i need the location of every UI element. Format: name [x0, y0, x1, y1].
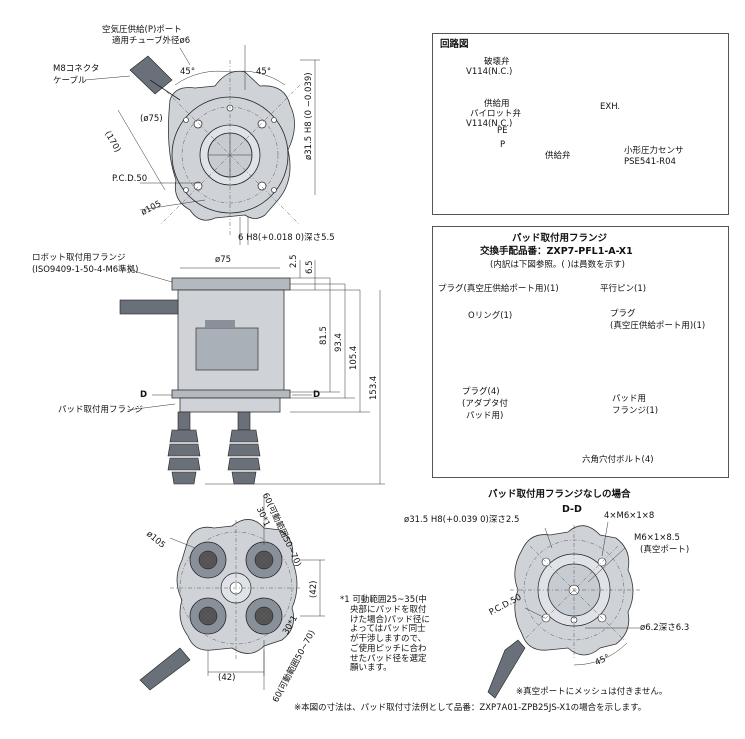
- dim-2-5: 2.5: [289, 254, 299, 268]
- parallel-pin-label: 平行ピン(1): [600, 284, 647, 294]
- pressure-sensor-model: PSE541-R04: [624, 157, 676, 167]
- angle-45-left: 45°: [180, 67, 196, 77]
- section-d-right: D: [313, 390, 321, 400]
- air-port-label: 空気圧供給(P)ポート: [102, 25, 182, 35]
- footnote-line: よってはパッド同士: [350, 624, 426, 635]
- footnote-line: が干渉しますので、: [350, 634, 427, 645]
- section-d-left: D: [140, 390, 148, 400]
- footnote-line: *1 可動範囲25~35(中: [340, 595, 427, 605]
- dim-105-4: 105.4: [349, 345, 359, 370]
- plug4-label: プラグ(4): [462, 387, 500, 397]
- pin-hole-dimension: 6 H8(+0.018 0)深さ5.5: [238, 233, 335, 243]
- exh-label: EXH.: [600, 102, 621, 112]
- footnote-line: 央部にパッドを取付: [350, 604, 427, 615]
- plug4-adapter-label: (アダプタ付: [462, 399, 508, 409]
- dim-93-4: 93.4: [334, 333, 344, 352]
- robot-flange-standard: (ISO9409-1-50-4-M6準拠): [32, 265, 139, 275]
- dd-bore-dimension: ø31.5 H8(+0.039 0)深さ2.5: [404, 515, 520, 525]
- mesh-note: ※真空ポートにメッシュは付きません。: [516, 687, 668, 697]
- bottom-note: ※本図の寸法は、パッド取付寸法例として品番：ZXP7A01-ZPB25JS-X1…: [294, 703, 647, 713]
- connector-label: M8コネクタ: [53, 64, 100, 74]
- plug-vacuum-port-label: (真空圧供給ポート用)(1): [610, 321, 706, 331]
- dd-section-label: D-D: [562, 504, 582, 515]
- bore-dimension: ø31.5 H8 (0 −0.039): [304, 72, 314, 160]
- flange-panel-note: (内訳は下図参照。( )は員数を示す): [490, 260, 625, 270]
- flange-panel-title: パッド取付用フランジ: [512, 233, 608, 244]
- dd-tapped-holes: 4×M6×1×8: [604, 511, 655, 521]
- dim-6-5: 6.5: [305, 260, 315, 274]
- footnote-line: 願います。: [350, 663, 392, 674]
- footnote-line: ご使用ピッチに合わ: [350, 643, 427, 654]
- dd-vacuum-port-size: M6×1×8.5: [634, 533, 680, 543]
- dim-81-5: 81.5: [319, 326, 329, 345]
- bottom-dim-42: (42): [218, 673, 236, 683]
- pe-port: PE: [497, 126, 508, 136]
- dd-view-drawing: [487, 521, 640, 699]
- dd-view-title: パッド取付用フランジなしの場合: [488, 489, 631, 500]
- air-port-tube-label: 適用チューブ外径ø6: [112, 36, 191, 46]
- circuit-panel: [432, 33, 729, 215]
- footnote-line: せたパッド径を選定: [350, 653, 427, 664]
- flange-part-number: 交換手配品番：ZXP7-PFL1-A-X1: [480, 246, 633, 257]
- plug-vacuum-supply-label: プラグ(真空圧供給ポート用)(1): [438, 284, 559, 294]
- top-view-drawing: [84, 45, 320, 245]
- supply-valve-label: 供給弁: [545, 151, 571, 161]
- footnote-block: *1 可動範囲25~35(中 央部にパッドを取付 けた場合)パッド径に よっては…: [340, 595, 430, 674]
- release-valve-model: V114(N.C.): [466, 67, 513, 77]
- footnote-line: けた場合)パッド径に: [350, 614, 430, 625]
- side-view-drawing: [119, 260, 385, 485]
- dim-dia-75: (ø75): [140, 114, 163, 124]
- release-valve-label: 破壊弁: [484, 57, 510, 67]
- robot-flange-label: ロボット取付用フランジ: [32, 253, 126, 263]
- pad-flange-label: パッド取付用フランジ: [58, 405, 144, 415]
- o-ring-label: Oリング(1): [468, 311, 513, 321]
- supply-pilot-valve: パイロット弁: [470, 109, 522, 119]
- connector-cable-label: ケーブル: [53, 76, 87, 86]
- flange-panel: [432, 226, 729, 478]
- pcd-label: P.C.D.50: [112, 174, 148, 184]
- pad-flange-part-label: パッド用: [612, 394, 647, 404]
- pad-flange-count-label: フランジ(1): [612, 406, 659, 416]
- hex-bolt-label: 六角穴付ボルト(4): [582, 455, 654, 465]
- p-port: P: [500, 140, 506, 150]
- bottom-view-drawing: [139, 495, 325, 691]
- plug-label: プラグ: [610, 309, 636, 319]
- plug4-pad-label: パッド用): [466, 411, 504, 421]
- dd-vacuum-port-label: (真空ポート): [640, 545, 690, 555]
- supply-pilot-model: V114(N.C.): [466, 119, 513, 129]
- supply-pilot-label: 供給用: [484, 99, 510, 109]
- bottom-dim-42-right: (42): [309, 580, 319, 598]
- circuit-title: 回路図: [440, 39, 469, 50]
- dd-pin-hole: ø6.2深さ6.3: [640, 623, 690, 633]
- pressure-sensor-label: 小形圧力センサ: [624, 146, 684, 156]
- angle-45-right: 45°: [256, 67, 272, 77]
- side-dia-75: ø75: [215, 255, 232, 265]
- dim-153-4: 153.4: [369, 375, 379, 400]
